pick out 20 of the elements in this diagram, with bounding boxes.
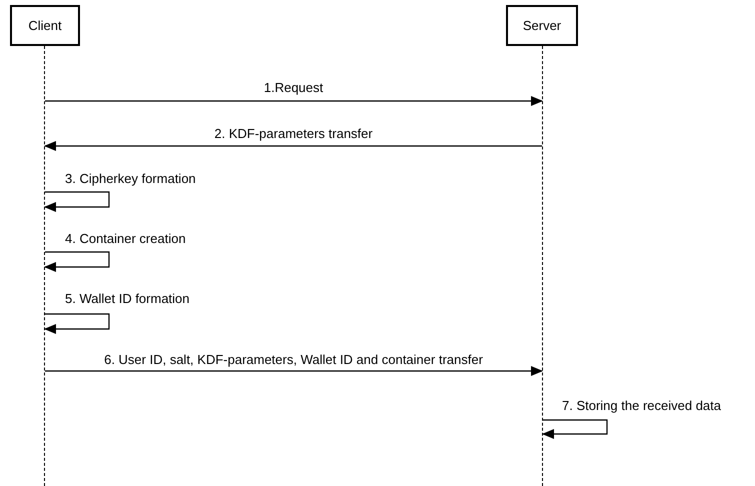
- edge-label: 6. User ID, salt, KDF-parameters, Wallet ID and container transfer: [104, 352, 483, 368]
- edge-label: 1.Request: [264, 80, 324, 96]
- edge-label: 4. Container creation: [65, 231, 186, 247]
- participant-name: Client: [28, 16, 62, 35]
- participant-name: Server: [522, 16, 562, 35]
- participant-box: [10, 5, 80, 46]
- message-arrow: [45, 366, 543, 376]
- message-arrow: [45, 96, 543, 106]
- message-arrow: [44, 191, 110, 212]
- lifeline: [44, 46, 45, 486]
- message-arrow: [44, 251, 110, 272]
- edge-label: 7. Storing the received data: [562, 398, 721, 414]
- message-arrow: [542, 419, 608, 439]
- edge-label: 5. Wallet ID formation: [65, 291, 190, 307]
- participant-box: [506, 5, 578, 46]
- message-arrow: [44, 313, 110, 334]
- edge-label: 2. KDF-parameters transfer: [214, 126, 373, 142]
- edge-label: 3. Cipherkey formation: [65, 171, 196, 187]
- message-arrow: [44, 141, 542, 151]
- lifeline: [542, 46, 543, 486]
